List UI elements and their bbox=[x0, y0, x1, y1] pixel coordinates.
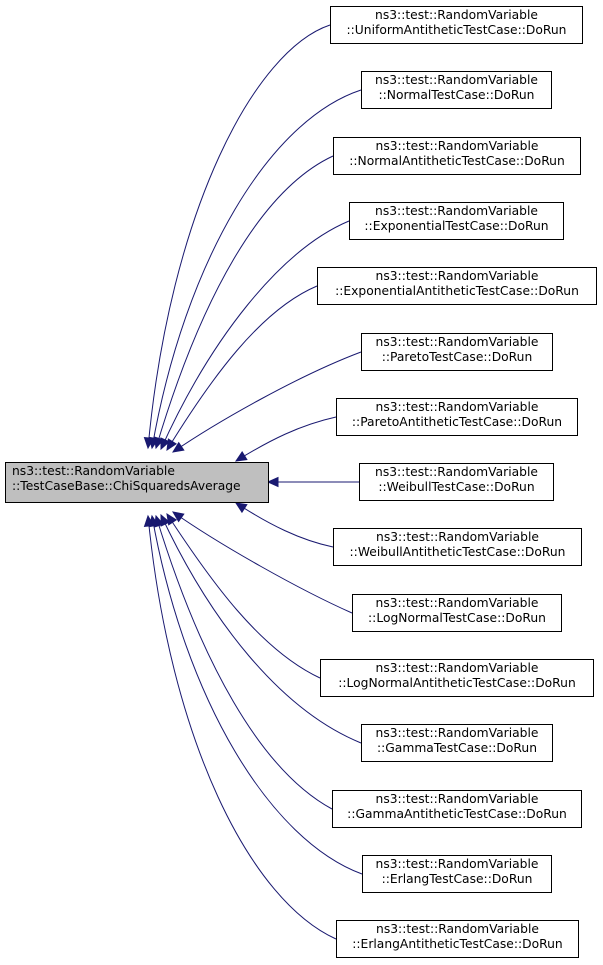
caller-node-line1: ns3::test::RandomVariable bbox=[376, 530, 539, 544]
root-node-line2: ::TestCaseBase::ChiSquaredsAverage bbox=[12, 479, 241, 493]
caller-node-line2: ::ErlangAntitheticTestCase::DoRun bbox=[352, 937, 563, 951]
root-node-line1: ns3::test::RandomVariable bbox=[12, 464, 175, 478]
caller-node-line1: ns3::test::RandomVariable bbox=[375, 335, 539, 349]
caller-node-gamma[interactable]: ns3::test::RandomVariable ::GammaTestCas… bbox=[361, 724, 553, 762]
caller-node-erlang-antithetic[interactable]: ns3::test::RandomVariable ::ErlangAntith… bbox=[336, 920, 579, 958]
caller-node-line1: ns3::test::RandomVariable bbox=[375, 269, 539, 283]
caller-node-pareto[interactable]: ns3::test::RandomVariable ::ParetoTestCa… bbox=[361, 333, 553, 371]
caller-node-line2: ::NormalTestCase::DoRun bbox=[378, 88, 535, 102]
caller-node-line2: ::GammaAntitheticTestCase::DoRun bbox=[347, 807, 567, 821]
call-edge bbox=[235, 502, 334, 548]
call-edge bbox=[166, 513, 321, 679]
caller-node-gamma-antithetic[interactable]: ns3::test::RandomVariable ::GammaAntithe… bbox=[332, 790, 582, 828]
caller-node-line1: ns3::test::RandomVariable bbox=[375, 596, 539, 610]
caller-node-line1: ns3::test::RandomVariable bbox=[375, 139, 539, 153]
call-edge bbox=[166, 285, 318, 451]
caller-node-line1: ns3::test::RandomVariable bbox=[375, 8, 538, 22]
caller-node-line1: ns3::test::RandomVariable bbox=[375, 204, 538, 218]
caller-node-line2: ::UniformAntitheticTestCase::DoRun bbox=[346, 23, 567, 37]
call-edge bbox=[172, 351, 362, 453]
call-edge bbox=[160, 514, 362, 744]
call-edge bbox=[151, 89, 362, 449]
caller-node-line1: ns3::test::RandomVariable bbox=[376, 922, 539, 936]
arrowhead-icon bbox=[171, 441, 185, 453]
caller-node-line1: ns3::test::RandomVariable bbox=[375, 726, 539, 740]
caller-node-line2: ::ParetoTestCase::DoRun bbox=[381, 350, 533, 364]
caller-node-normal[interactable]: ns3::test::RandomVariable ::NormalTestCa… bbox=[361, 71, 552, 109]
caller-node-line1: ns3::test::RandomVariable bbox=[375, 857, 539, 871]
caller-node-lognormal-antithetic[interactable]: ns3::test::RandomVariable ::LogNormalAnt… bbox=[320, 659, 594, 697]
caller-node-weibull-antithetic[interactable]: ns3::test::RandomVariable ::WeibullAntit… bbox=[333, 528, 582, 566]
caller-node-line2: ::WeibullAntitheticTestCase::DoRun bbox=[349, 545, 566, 559]
arrowhead-icon bbox=[234, 450, 248, 462]
call-edge bbox=[172, 511, 353, 614]
call-edge bbox=[147, 24, 331, 449]
caller-node-line2: ::NormalAntitheticTestCase::DoRun bbox=[349, 154, 565, 168]
caller-node-line2: ::ExponentialAntitheticTestCase::DoRun bbox=[335, 284, 579, 298]
caller-node-line1: ns3::test::RandomVariable bbox=[375, 661, 539, 675]
caller-node-line2: ::ExponentialTestCase::DoRun bbox=[364, 219, 549, 233]
caller-node-normal-antithetic[interactable]: ns3::test::RandomVariable ::NormalAntith… bbox=[333, 137, 581, 175]
root-node[interactable]: ns3::test::RandomVariable ::TestCaseBase… bbox=[5, 462, 269, 503]
call-edge bbox=[147, 515, 337, 940]
arrowhead-icon bbox=[143, 514, 155, 527]
call-edge bbox=[155, 515, 333, 810]
arrowhead-icon bbox=[160, 437, 171, 451]
caller-node-line1: ns3::test::RandomVariable bbox=[375, 465, 538, 479]
caller-node-exponential-antithetic[interactable]: ns3::test::RandomVariable ::ExponentialA… bbox=[317, 267, 597, 305]
caller-node-line2: ::ParetoAntitheticTestCase::DoRun bbox=[351, 415, 563, 429]
caller-node-line2: ::WeibullTestCase::DoRun bbox=[378, 480, 535, 494]
arrowhead-icon bbox=[172, 511, 185, 523]
caller-node-erlang[interactable]: ns3::test::RandomVariable ::ErlangTestCa… bbox=[362, 855, 552, 893]
caller-node-line2: ::GammaTestCase::DoRun bbox=[376, 741, 537, 755]
call-edge bbox=[235, 416, 337, 462]
caller-node-weibull[interactable]: ns3::test::RandomVariable ::WeibullTestC… bbox=[359, 463, 554, 501]
caller-node-line2: ::ErlangTestCase::DoRun bbox=[381, 872, 533, 886]
call-edge bbox=[160, 220, 350, 450]
caller-node-line2: ::LogNormalAntitheticTestCase::DoRun bbox=[338, 676, 576, 690]
call-edge bbox=[151, 515, 363, 875]
caller-node-lognormal[interactable]: ns3::test::RandomVariable ::LogNormalTes… bbox=[352, 594, 562, 632]
caller-node-line1: ns3::test::RandomVariable bbox=[375, 792, 539, 806]
caller-node-line2: ::LogNormalTestCase::DoRun bbox=[368, 611, 546, 625]
caller-node-exponential[interactable]: ns3::test::RandomVariable ::ExponentialT… bbox=[349, 202, 564, 240]
arrowhead-icon bbox=[166, 438, 177, 452]
arrowhead-icon bbox=[266, 476, 279, 488]
caller-node-line1: ns3::test::RandomVariable bbox=[375, 73, 538, 87]
call-edge bbox=[155, 155, 334, 449]
caller-node-line1: ns3::test::RandomVariable bbox=[375, 400, 539, 414]
caller-node-uniform-antithetic[interactable]: ns3::test::RandomVariable ::UniformAntit… bbox=[330, 6, 583, 44]
caller-node-pareto-antithetic[interactable]: ns3::test::RandomVariable ::ParetoAntith… bbox=[336, 398, 578, 436]
arrowhead-icon bbox=[234, 502, 248, 514]
arrowhead-icon bbox=[160, 513, 171, 527]
